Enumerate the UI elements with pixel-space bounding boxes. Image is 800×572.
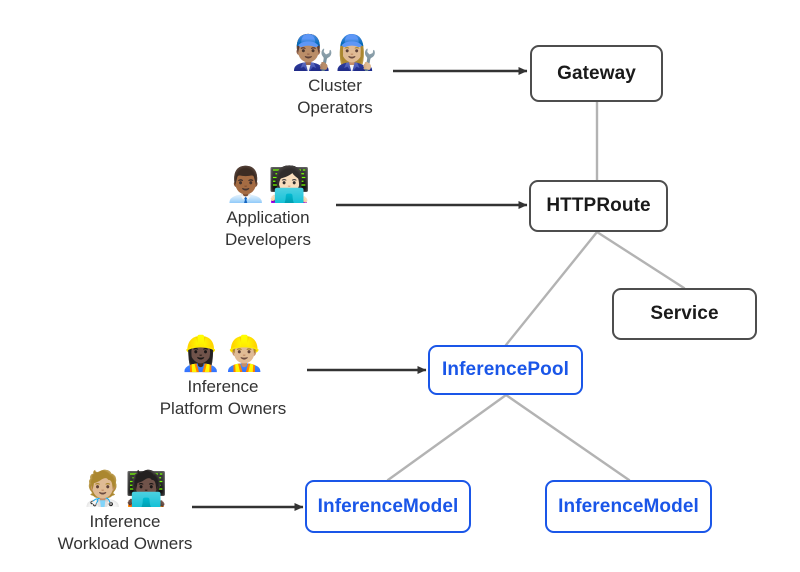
persona-inference-platform-owners: 👷🏿‍♀️👷🏼‍♂️ Inference Platform Owners [113, 334, 333, 420]
node-inferencemodel-left[interactable]: InferenceModel [305, 480, 471, 533]
cluster-operators-label-line2: Operators [297, 98, 373, 117]
application-developers-label: Application Developers [225, 207, 311, 251]
inference-platform-owners-label: Inference Platform Owners [160, 376, 287, 420]
cluster-operators-label-line1: Cluster [308, 76, 362, 95]
application-developers-label-line1: Application [226, 208, 310, 227]
inference-workload-owners-label-line1: Inference [89, 512, 161, 531]
node-service[interactable]: Service [612, 288, 757, 340]
persona-application-developers: 👨🏾‍💼👩🏻‍💻 Application Developers [158, 165, 378, 251]
node-inferencepool-label: InferencePool [442, 359, 569, 380]
edge-httproute-pool [504, 230, 599, 347]
application-developers-icons: 👨🏾‍💼👩🏻‍💻 [224, 165, 312, 205]
cluster-operators-label: Cluster Operators [297, 75, 373, 119]
application-developers-label-line2: Developers [225, 230, 311, 249]
inference-platform-owners-label-line1: Inference [187, 377, 259, 396]
node-gateway[interactable]: Gateway [530, 45, 663, 102]
cluster-operators-icons: 👨🏽‍🔧👩🏼‍🔧 [291, 33, 379, 73]
node-inferencepool[interactable]: InferencePool [428, 345, 583, 395]
inference-workload-owners-icons: 🧑🏼‍⚕️🧑🏿‍💻 [81, 469, 169, 509]
edge-pool-model-right [504, 393, 631, 482]
node-httproute-label: HTTPRoute [546, 195, 651, 216]
inference-platform-owners-label-line2: Platform Owners [159, 399, 287, 418]
inference-workload-owners-label: Inference Workload Owners [58, 511, 193, 555]
node-inferencemodel-right-label: InferenceModel [558, 495, 699, 517]
node-inferencemodel-right[interactable]: InferenceModel [545, 480, 712, 533]
inference-platform-owners-icons: 👷🏿‍♀️👷🏼‍♂️ [179, 334, 267, 374]
node-service-label: Service [650, 303, 719, 324]
persona-inference-workload-owners: 🧑🏼‍⚕️🧑🏿‍💻 Inference Workload Owners [15, 469, 235, 555]
edge-pool-model-left [386, 393, 508, 482]
node-httproute[interactable]: HTTPRoute [529, 180, 668, 232]
node-inferencemodel-left-label: InferenceModel [317, 495, 459, 517]
inference-workload-owners-label-line2: Workload Owners [57, 534, 193, 553]
edge-httproute-service [595, 230, 686, 290]
persona-cluster-operators: 👨🏽‍🔧👩🏼‍🔧 Cluster Operators [225, 33, 445, 119]
node-gateway-label: Gateway [557, 62, 636, 84]
